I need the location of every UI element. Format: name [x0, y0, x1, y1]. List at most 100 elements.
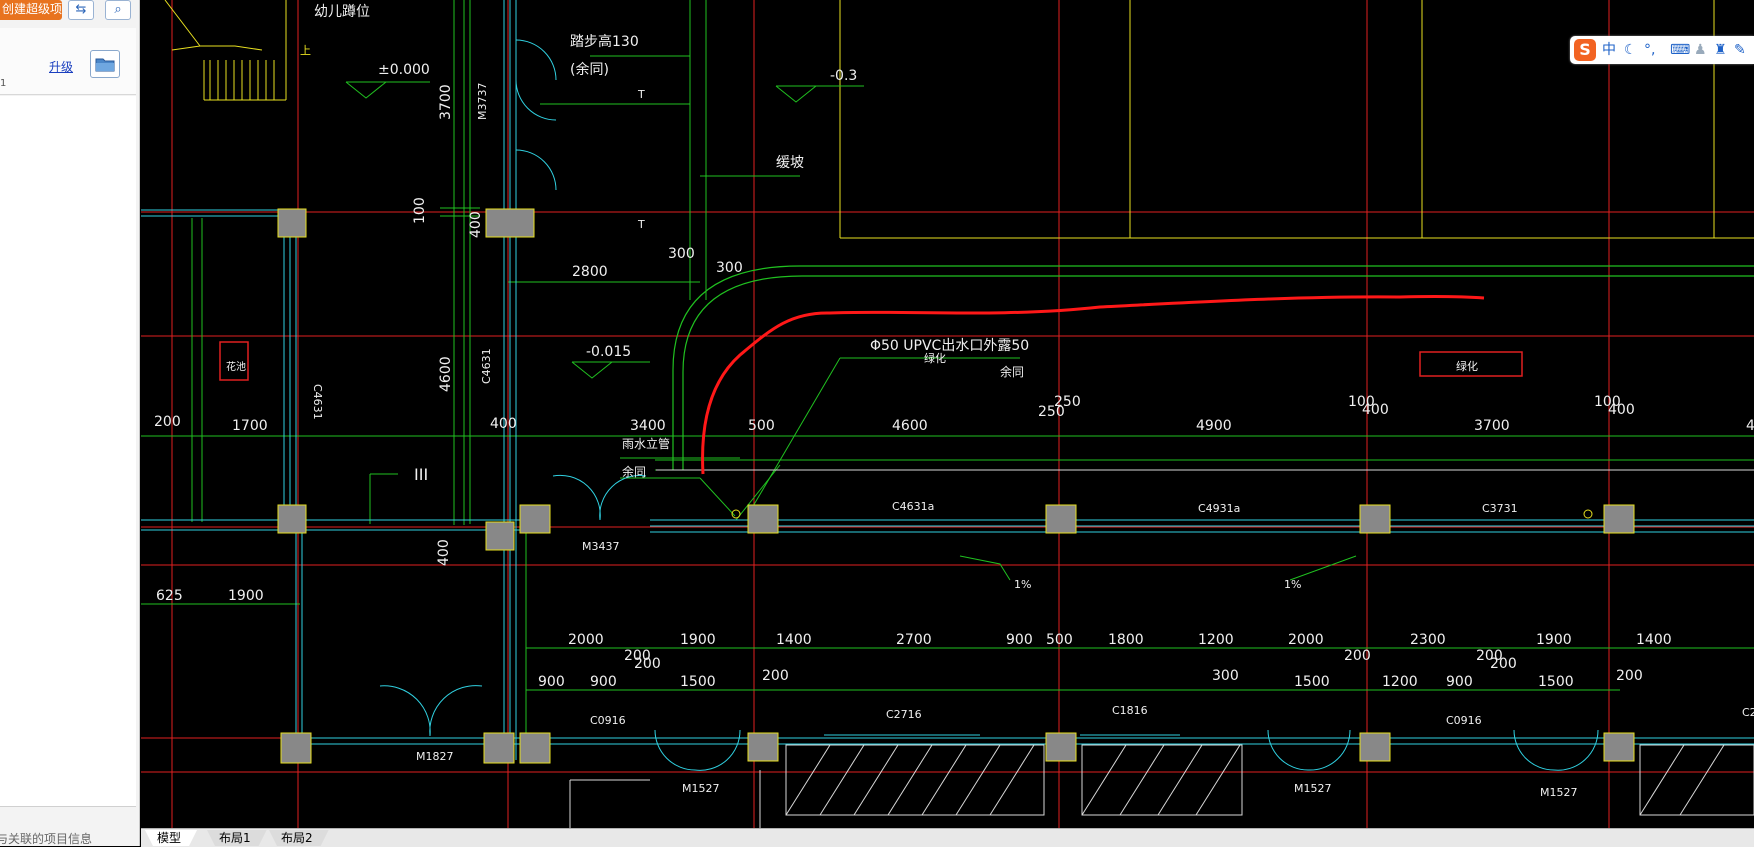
dimension-label: 2800: [572, 264, 608, 280]
dimension-label: 625: [156, 588, 183, 604]
dimension-label: 4600: [438, 356, 454, 392]
slope-label: 缓坡: [776, 155, 804, 171]
upgrade-link[interactable]: 升级: [49, 60, 74, 74]
create-super-project-button[interactable]: 创建超级项目: [0, 0, 62, 20]
dimension-label: 200: [154, 414, 181, 430]
building-outline: [164, 0, 1754, 239]
tab-layout2[interactable]: 布局2: [269, 830, 329, 846]
window-label: C2: [1742, 706, 1754, 719]
drain-marker: [731, 509, 741, 519]
window-label: C1816: [1112, 704, 1148, 717]
project-list-area: [0, 96, 136, 807]
dimension-label: 1200: [1198, 632, 1234, 648]
section-mark: T: [637, 218, 645, 231]
window-label: C4631: [311, 384, 324, 420]
dimension-label: 250: [1054, 394, 1081, 410]
stair-up-label: 上: [300, 44, 311, 57]
structural-columns: [277, 208, 1635, 764]
sogou-logo-icon[interactable]: S: [1574, 39, 1596, 61]
dimension-label: 400: [436, 539, 452, 566]
wrench-icon[interactable]: ✎: [1734, 42, 1746, 58]
dimension-label: 1400: [1636, 632, 1672, 648]
dimension-label: 200: [1344, 648, 1371, 664]
dimension-label: 500: [748, 418, 775, 434]
dimension-lines: [141, 0, 1754, 691]
related-info-label: 与关联的项目信息: [0, 832, 93, 846]
column: [277, 208, 307, 238]
column: [1045, 732, 1077, 762]
sync-button[interactable]: ⇆: [68, 0, 94, 20]
column: [277, 504, 307, 534]
dimension-label: 200: [1476, 648, 1503, 664]
dimension-label: 900: [590, 674, 617, 690]
dimension-label: 100: [412, 197, 428, 224]
column: [1359, 732, 1391, 762]
search-button[interactable]: ⌕: [105, 0, 131, 20]
dimension-label: 1400: [776, 632, 812, 648]
dimension-label: 400: [468, 211, 484, 238]
moon-icon[interactable]: ☾: [1624, 42, 1637, 58]
sync-icon: ⇆: [75, 2, 87, 17]
keyboard-icon[interactable]: ⌨: [1670, 42, 1691, 58]
dimension-label: 4: [1746, 418, 1754, 434]
elevation-label: -0.015: [586, 344, 631, 360]
ime-language-toggle[interactable]: 中: [1602, 42, 1616, 58]
column: [485, 208, 535, 238]
column: [1359, 504, 1391, 534]
column: [483, 732, 515, 764]
slope-percent-label: 1%: [1284, 578, 1301, 591]
dimension-label: 1500: [680, 674, 716, 690]
red-annotations: [219, 295, 1523, 475]
dimension-label: 1700: [232, 418, 268, 434]
skin-shirt-icon[interactable]: ♜: [1714, 42, 1727, 58]
layout-tab-bar: 模型 布局1 布局2: [141, 828, 1754, 847]
column: [747, 732, 779, 762]
dimension-label: 1900: [228, 588, 264, 604]
dimension-label: 1500: [1294, 674, 1330, 690]
dimension-label: 3400: [630, 418, 666, 434]
column: [280, 732, 312, 764]
dimension-label: 1900: [680, 632, 716, 648]
user-icon[interactable]: ♟: [1694, 42, 1707, 58]
green-label: 绿化: [924, 351, 946, 365]
tab-model[interactable]: 模型: [145, 830, 197, 846]
window-label: C3731: [1482, 502, 1518, 515]
window-label: C4631a: [892, 500, 934, 513]
dimension-label: 3700: [1474, 418, 1510, 434]
flower-bed-box: [219, 341, 249, 381]
tab-layout1[interactable]: 布局1: [207, 830, 267, 846]
dimension-label: 200: [762, 668, 789, 684]
door-label: M1527: [1540, 786, 1578, 799]
ime-toolbar[interactable]: S 中 ☾ °, ⌨ ♟ ♜ ✎: [1570, 36, 1754, 64]
dimension-label: 400: [1608, 402, 1635, 418]
section-mark: III: [414, 465, 428, 484]
open-folder-button[interactable]: [90, 50, 120, 78]
flower-bed-label: 花池: [226, 360, 246, 373]
drain-marker: [1583, 509, 1593, 519]
cad-drawing-canvas[interactable]: 幼儿蹲位 踏步高130 (余同) ±0.000 -0.3 -0.015 缓坡 Φ…: [141, 0, 1754, 828]
dimension-label: 1800: [1108, 632, 1144, 648]
dimension-label: 4600: [892, 418, 928, 434]
column: [1045, 504, 1077, 534]
elevation-label: ±0.000: [378, 62, 430, 78]
panel-row-number: 1: [0, 78, 7, 89]
door-label: M1827: [416, 750, 454, 763]
window-label: C2716: [886, 708, 922, 721]
step-height-label: 踏步高130: [570, 33, 639, 50]
column: [519, 732, 551, 764]
window-label: C4931a: [1198, 502, 1240, 515]
rest-same-label: (余同): [570, 61, 609, 78]
dimension-label: 300: [1212, 668, 1239, 684]
dimension-label: 100: [1348, 394, 1375, 410]
dimension-label: 200: [1490, 656, 1517, 672]
dimension-label: 300: [716, 260, 743, 276]
punctuation-toggle[interactable]: °,: [1644, 42, 1656, 58]
child-seat-label: 幼儿蹲位: [314, 4, 370, 20]
window-label: C0916: [1446, 714, 1482, 727]
dimension-label: 2300: [1410, 632, 1446, 648]
slope-percent-label: 1%: [1014, 578, 1031, 591]
folder-icon: [95, 58, 115, 72]
hand-drawn-markup-line: [701, 295, 1485, 475]
dimension-label: 1900: [1536, 632, 1572, 648]
dimension-label: 200: [634, 656, 661, 672]
